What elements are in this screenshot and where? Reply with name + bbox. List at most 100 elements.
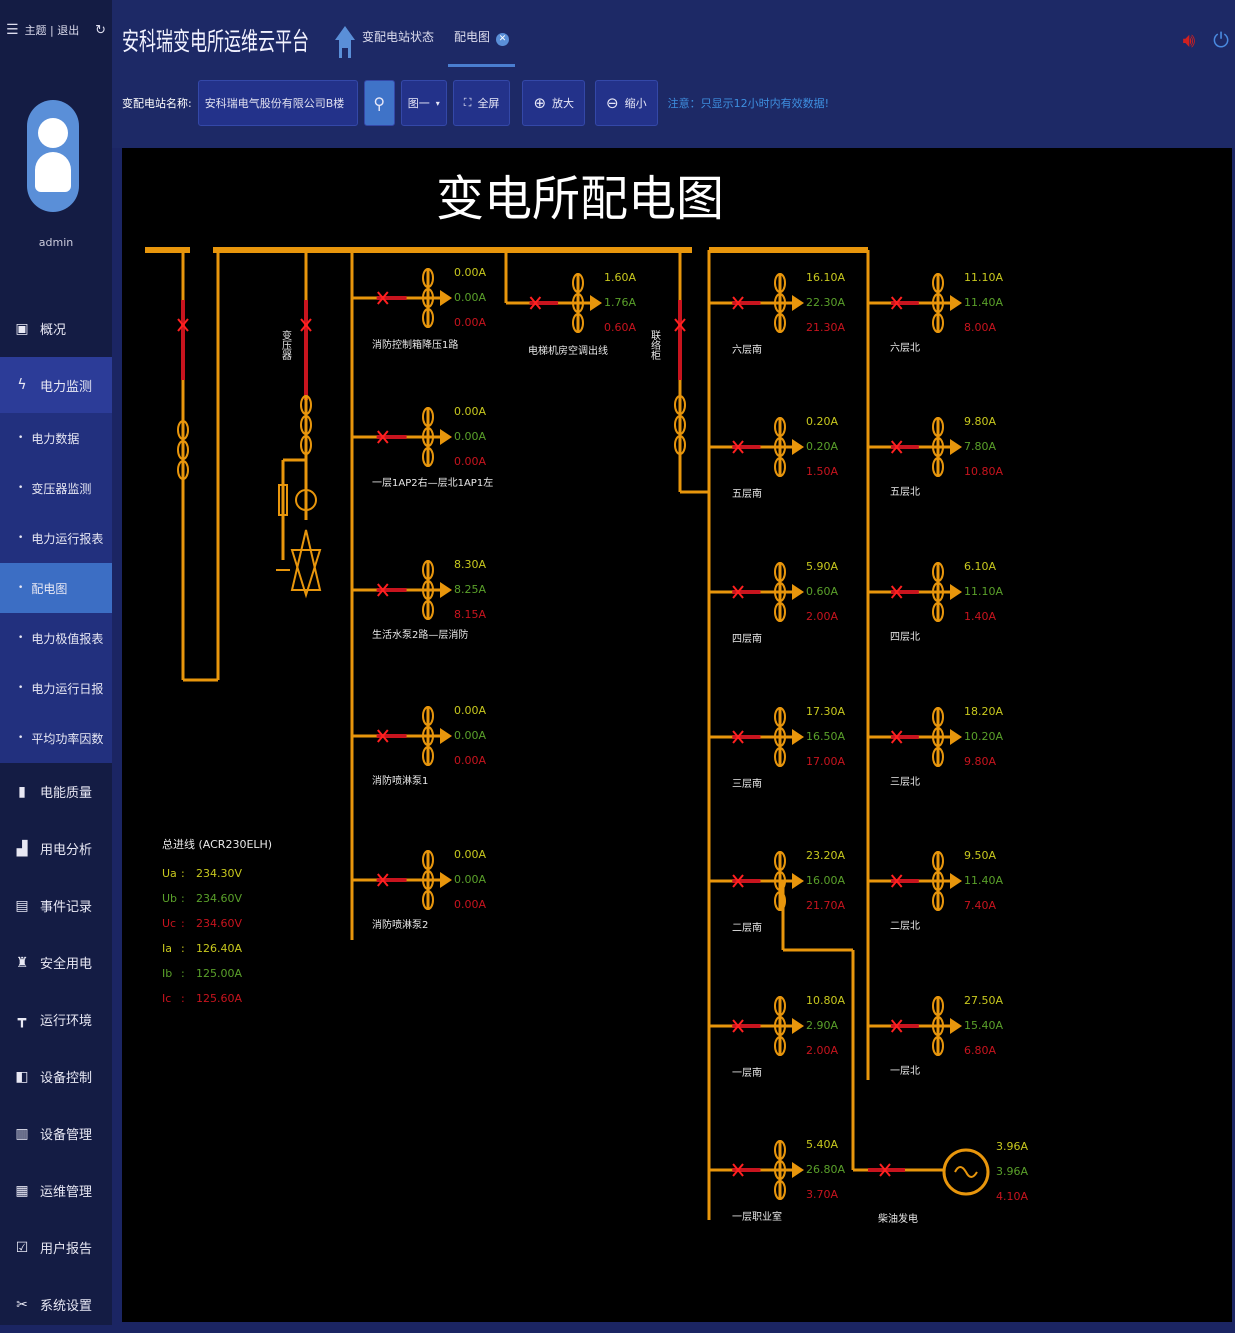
zoom-in-button[interactable]: ⊕放大 [522, 80, 586, 126]
sidebar-item-label: 概况 [40, 323, 67, 338]
breaker-icon [732, 874, 744, 888]
breaker-icon [377, 430, 389, 444]
breaker-icon [300, 318, 312, 332]
breaker-icon [890, 874, 903, 888]
zoom-in-label: 放大 [552, 97, 575, 110]
environment-icon: ┳ [17, 1011, 27, 1028]
close-tab-icon[interactable]: ✕ [496, 33, 510, 46]
current-value-c: 0.60A [604, 321, 636, 334]
arrow-icon [950, 584, 962, 600]
breaker-icon [377, 729, 389, 743]
toolbar: 变配电站名称: 安科瑞电气股份有限公司B楼 ⚲ 图一▾ ⛶全屏 ⊕放大 ⊖缩小 … [122, 80, 829, 126]
current-value: 4.10A [996, 1190, 1028, 1203]
tab-station-status[interactable]: 变配电站状态 [362, 30, 435, 44]
current-value-b: 0.60A [806, 585, 838, 598]
diagram-select[interactable]: 图一▾ [400, 80, 447, 126]
tab-distribution-diagram[interactable]: 配电图 ✕ [448, 28, 516, 67]
sidebar-item-label: 平均功率因数 [31, 731, 104, 746]
sidebar-subitem-power-data[interactable]: •电力数据 [18, 431, 80, 446]
sidebar-subitem-extreme-report[interactable]: •电力极值报表 [18, 631, 104, 646]
sidebar-item-label: 电力极值报表 [31, 631, 104, 646]
chevron-down-icon: ▾ [435, 98, 440, 108]
feeder-label: 电梯机房空调出线 [528, 344, 608, 357]
top-right-icons: 🔊︎ ⏻ [1183, 28, 1229, 52]
breaker-icon [674, 318, 686, 332]
power-off-icon[interactable]: ⏻ [1213, 28, 1229, 52]
sidebar-subitem-daily-report[interactable]: •电力运行日报 [18, 681, 104, 696]
fullscreen-icon: ⛶ [463, 96, 472, 109]
sidebar-item-power-quality[interactable]: ▮电能质量 [0, 763, 112, 820]
meter-sep: : [181, 992, 185, 1005]
arrow-icon [440, 582, 452, 598]
feeder-label: 六层北 [890, 342, 920, 354]
arrow-icon [792, 1018, 804, 1034]
sidebar-item-device-management[interactable]: ▥设备管理 [0, 1105, 112, 1162]
sidebar-item-event-log[interactable]: ▤事件记录 [0, 877, 112, 934]
breaker-icon [890, 730, 903, 744]
current-value-a: 1.60A [604, 271, 636, 284]
breaker-icon [732, 1019, 744, 1033]
sidebar-item-overview[interactable]: ▣概况 [0, 300, 112, 357]
home-icon[interactable] [334, 24, 356, 60]
current-value-a: 6.10A [964, 560, 996, 573]
sidebar-item-label: 配电图 [31, 581, 68, 596]
meter-sep: : [181, 917, 185, 930]
sidebar-item-safety[interactable]: ♜安全用电 [0, 934, 112, 991]
feeder-label: 消防喷淋泵2 [372, 918, 428, 931]
meter-key: Ia [162, 942, 172, 955]
sidebar-subitem-transformer[interactable]: •变压器监测 [18, 481, 92, 496]
meter-key: Ic [162, 992, 171, 1005]
current-value-a: 5.40A [806, 1138, 838, 1151]
arrow-icon [792, 729, 804, 745]
sidebar-item-settings[interactable]: ✂系统设置 [0, 1276, 112, 1333]
sidebar-top: ☰ 主题 | 退出 ↻ [0, 0, 112, 60]
meter-key: Ib [162, 967, 172, 980]
breaker-icon [177, 318, 189, 332]
current-value-b: 1.76A [604, 296, 636, 309]
arrow-icon [590, 295, 602, 311]
refresh-icon[interactable]: ↻ [95, 22, 106, 38]
meter-value: 234.60V [196, 892, 242, 905]
sidebar-item-device-control[interactable]: ◧设备控制 [0, 1048, 112, 1105]
sidebar-subitem-distribution-diagram[interactable]: •配电图 [0, 563, 112, 613]
feeder-label: 三层北 [890, 776, 920, 788]
sidebar-item-maintenance[interactable]: ▦运维管理 [0, 1162, 112, 1219]
current-value-a: 0.00A [454, 266, 486, 279]
breaker-icon [377, 873, 389, 887]
zoom-out-icon: ⊖ [606, 94, 619, 112]
sidebar-item-environment[interactable]: ┳运行环境 [0, 991, 112, 1048]
current-value-b: 15.40A [964, 1019, 1003, 1032]
feeder-label: 二层北 [890, 920, 920, 932]
device-icon: ▥ [15, 1125, 29, 1142]
current-value-c: 2.00A [806, 610, 838, 623]
tie-label: 联络柜 [649, 330, 661, 361]
sidebar-subitem-power-factor[interactable]: •平均功率因数 [18, 731, 104, 746]
meter-sep: : [181, 942, 185, 955]
zoom-out-button[interactable]: ⊖缩小 [595, 80, 658, 126]
generator-icon [942, 1148, 990, 1196]
current-value-a: 0.00A [454, 405, 486, 418]
tab-label: 配电图 [454, 30, 491, 44]
meter-value: 234.30V [196, 867, 242, 880]
current-value: 3.96A [996, 1165, 1028, 1178]
search-button[interactable]: ⚲ [363, 80, 395, 126]
arrow-icon [950, 873, 962, 889]
sidebar-subitem-run-report[interactable]: •电力运行报表 [18, 531, 104, 546]
theme-logout-links[interactable]: 主题 | 退出 [24, 24, 80, 37]
current-value-c: 1.40A [964, 610, 996, 623]
settings-icon: ✂ [16, 1296, 28, 1313]
sidebar-item-user-report[interactable]: ☑用户报告 [0, 1219, 112, 1276]
sidebar-item-label: 电能质量 [40, 786, 93, 801]
sidebar-item-usage-analysis[interactable]: ▟用电分析 [0, 820, 112, 877]
alarm-speaker-icon[interactable]: 🔊︎ [1182, 28, 1196, 52]
feeder-label: 二层南 [732, 921, 762, 934]
fullscreen-label: 全屏 [477, 97, 500, 110]
fullscreen-button[interactable]: ⛶ 全屏 [452, 80, 511, 126]
current-value-a: 9.80A [964, 415, 996, 428]
current-value-a: 8.30A [454, 558, 486, 571]
arrow-icon [950, 1018, 962, 1034]
single-line-diagram: 变电所配电图变压器0.00A0.00A0.00A消防控制箱降压1路0.00A0.… [145, 171, 1028, 1225]
menu-toggle-icon[interactable]: ☰ [6, 22, 19, 38]
station-input[interactable]: 安科瑞电气股份有限公司B楼 [197, 80, 358, 126]
